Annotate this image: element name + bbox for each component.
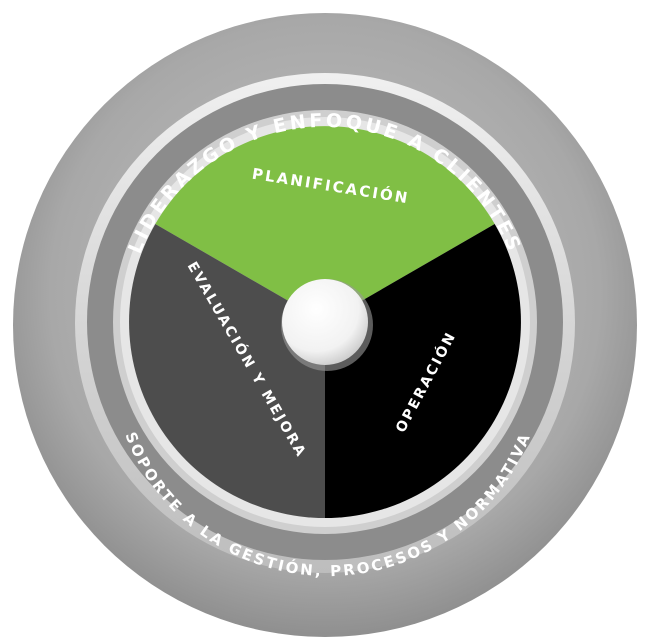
segment-operation	[325, 224, 521, 518]
center-hub	[282, 279, 368, 365]
segment-evaluation	[129, 224, 325, 518]
segment-planning	[155, 126, 495, 322]
